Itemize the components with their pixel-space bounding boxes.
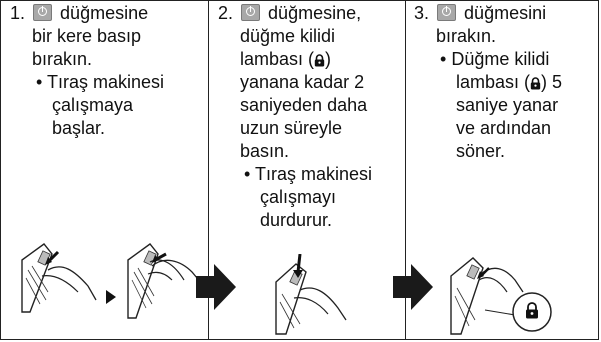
- step-number: 3.: [414, 3, 430, 23]
- shaver-release-illustration: [450, 257, 552, 335]
- step-text: saniyeden daha: [240, 95, 368, 115]
- step-text-with-lock: lambası (): [218, 48, 372, 71]
- step-text: bırakın.: [32, 49, 93, 69]
- step-subtext: durdurur.: [260, 210, 333, 230]
- shaver-long-press-illustration: [275, 254, 347, 335]
- step-text: bir kere basıp: [32, 26, 142, 46]
- step-subtext: ) 5: [541, 72, 563, 92]
- step-1: 1. düğmesine bir kere basıp bırakın. • T…: [10, 2, 164, 140]
- step-arrow-small-icon: [106, 290, 116, 304]
- step-text: düğmesine,: [268, 3, 362, 23]
- step-subtext: Düğme kilidi: [451, 49, 550, 69]
- step-text: ): [325, 49, 332, 69]
- step-2-line-1: 2. düğmesine,: [218, 2, 372, 25]
- lock-icon: [530, 77, 541, 90]
- step-subtext: çalışmaya: [52, 95, 134, 115]
- step-1-line-1: 1. düğmesine: [10, 2, 164, 25]
- step-text: uzun süreyle: [240, 118, 343, 138]
- step-subtext: çalışmayı: [260, 187, 337, 207]
- step-arrow-icon: [393, 264, 433, 310]
- step-text: düğmesine: [60, 3, 149, 23]
- bullet: •: [440, 49, 447, 69]
- step-subtext: Tıraş makinesi: [47, 72, 165, 92]
- bullet: •: [36, 72, 43, 92]
- step-subtext: başlar.: [52, 118, 106, 138]
- step-text: yanana kadar 2: [240, 72, 365, 92]
- power-button-icon: [33, 4, 53, 21]
- step-3: 3. düğmesini bırakın. • Düğme kilidi lam…: [414, 2, 562, 163]
- step-text: bırakın.: [436, 26, 497, 46]
- step-text: düğme kilidi: [240, 26, 336, 46]
- step-number: 1.: [10, 3, 26, 23]
- step-subtext: lambası (: [456, 72, 531, 92]
- step-subtext: ve ardından: [456, 118, 552, 138]
- step-subtext: Tıraş makinesi: [255, 164, 373, 184]
- step-2: 2. düğmesine, düğme kilidi lambası () ya…: [218, 2, 372, 232]
- column-divider: [208, 0, 209, 340]
- bullet: •: [244, 164, 251, 184]
- step-subtext: saniye yanar: [456, 95, 559, 115]
- shaver-hold-illustration: [127, 243, 203, 319]
- column-divider: [405, 0, 406, 340]
- step-number: 2.: [218, 3, 234, 23]
- shaver-press-illustration: [21, 243, 97, 313]
- step-arrow-icon: [196, 264, 236, 310]
- step-subtext: söner.: [456, 141, 506, 161]
- power-button-icon: [437, 4, 457, 21]
- step-subtext-with-lock: lambası ( ) 5: [414, 71, 562, 94]
- step-text: düğmesini: [464, 3, 547, 23]
- step-text: lambası (: [240, 49, 315, 69]
- power-button-icon: [241, 4, 261, 21]
- lock-icon: [314, 54, 325, 67]
- step-3-line-1: 3. düğmesini: [414, 2, 562, 25]
- step-text: basın.: [240, 141, 290, 161]
